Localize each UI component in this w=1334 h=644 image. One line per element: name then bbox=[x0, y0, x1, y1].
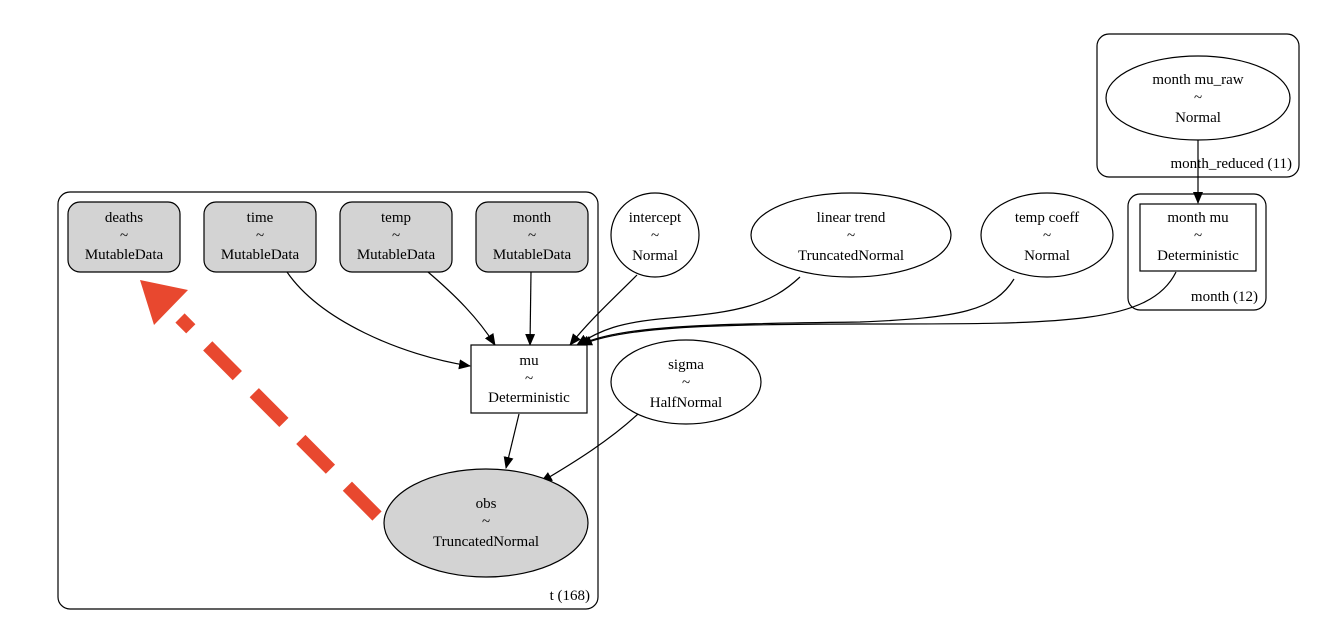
edge-linear-trend-mu bbox=[576, 276, 801, 346]
node-temp-dist: MutableData bbox=[357, 247, 436, 263]
node-temp-tilde: ~ bbox=[392, 228, 400, 244]
edge-sigma-obs bbox=[540, 413, 639, 483]
node-month-mu-raw-name: month mu_raw bbox=[1152, 72, 1243, 88]
node-mu-name: mu bbox=[519, 353, 539, 369]
node-month-mu-dist: Deterministic bbox=[1157, 248, 1239, 264]
edge-intercept-mu bbox=[569, 274, 638, 346]
node-linear-trend-dist: TruncatedNormal bbox=[798, 248, 904, 264]
node-obs-name: obs bbox=[476, 496, 497, 512]
node-obs-dist: TruncatedNormal bbox=[433, 534, 539, 550]
node-intercept-dist: Normal bbox=[632, 248, 678, 264]
node-month-mu-raw-dist: Normal bbox=[1175, 110, 1221, 126]
plate-month-label: month (12) bbox=[1191, 289, 1258, 305]
edge-temp-mu bbox=[427, 271, 496, 346]
node-sigma[interactable]: sigma ~ HalfNormal bbox=[610, 339, 762, 425]
node-linear-trend-name: linear trend bbox=[817, 210, 886, 226]
node-obs-tilde: ~ bbox=[482, 514, 490, 530]
node-month[interactable]: month ~ MutableData bbox=[475, 201, 589, 273]
node-intercept[interactable]: intercept ~ Normal bbox=[610, 192, 700, 278]
plate-t-label: t (168) bbox=[550, 588, 590, 604]
node-month-name: month bbox=[513, 210, 552, 226]
node-month-mu[interactable]: month mu ~ Deterministic bbox=[1139, 203, 1257, 272]
node-month-tilde: ~ bbox=[528, 228, 536, 244]
node-obs[interactable]: obs ~ TruncatedNormal bbox=[383, 468, 589, 578]
plate-t: t (168) bbox=[57, 191, 599, 610]
node-linear-trend[interactable]: linear trend ~ TruncatedNormal bbox=[750, 192, 952, 278]
node-month-mu-tilde: ~ bbox=[1194, 228, 1202, 244]
node-mu[interactable]: mu ~ Deterministic bbox=[470, 344, 588, 414]
node-linear-trend-tilde: ~ bbox=[847, 228, 855, 244]
node-intercept-name: intercept bbox=[629, 210, 682, 226]
node-temp-coeff[interactable]: temp coeff ~ Normal bbox=[980, 192, 1114, 278]
edge-time-mu bbox=[286, 271, 471, 370]
node-deaths-tilde: ~ bbox=[120, 228, 128, 244]
node-intercept-tilde: ~ bbox=[651, 228, 659, 244]
edge-mu-obs bbox=[503, 413, 520, 469]
node-temp[interactable]: temp ~ MutableData bbox=[339, 201, 453, 273]
node-sigma-tilde: ~ bbox=[682, 375, 690, 391]
node-month-dist: MutableData bbox=[493, 247, 572, 263]
edges bbox=[286, 140, 1203, 483]
node-sigma-dist: HalfNormal bbox=[650, 395, 722, 411]
node-time-name: time bbox=[247, 210, 274, 226]
annotation-arrow bbox=[140, 280, 382, 521]
node-temp-coeff-dist: Normal bbox=[1024, 248, 1070, 264]
node-time-dist: MutableData bbox=[221, 247, 300, 263]
node-mu-dist: Deterministic bbox=[488, 390, 570, 406]
edge-month-mu bbox=[525, 271, 536, 346]
annotation-arrowhead bbox=[140, 280, 188, 325]
node-time-tilde: ~ bbox=[256, 228, 264, 244]
node-sigma-name: sigma bbox=[668, 357, 704, 373]
node-time[interactable]: time ~ MutableData bbox=[203, 201, 317, 273]
node-temp-coeff-tilde: ~ bbox=[1043, 228, 1051, 244]
node-deaths-name: deaths bbox=[105, 210, 143, 226]
node-deaths[interactable]: deaths ~ MutableData bbox=[67, 201, 181, 273]
edge-month-mu-mu bbox=[580, 271, 1177, 346]
node-temp-name: temp bbox=[381, 210, 411, 226]
node-month-mu-name: month mu bbox=[1167, 210, 1229, 226]
plate-month-reduced-label: month_reduced (11) bbox=[1171, 156, 1293, 172]
edge-temp-coeff-mu bbox=[578, 278, 1015, 346]
node-month-mu-raw[interactable]: month mu_raw ~ Normal bbox=[1105, 55, 1291, 141]
node-temp-coeff-name: temp coeff bbox=[1015, 210, 1079, 226]
node-month-mu-raw-tilde: ~ bbox=[1194, 90, 1202, 106]
node-mu-tilde: ~ bbox=[525, 371, 533, 387]
node-deaths-dist: MutableData bbox=[85, 247, 164, 263]
